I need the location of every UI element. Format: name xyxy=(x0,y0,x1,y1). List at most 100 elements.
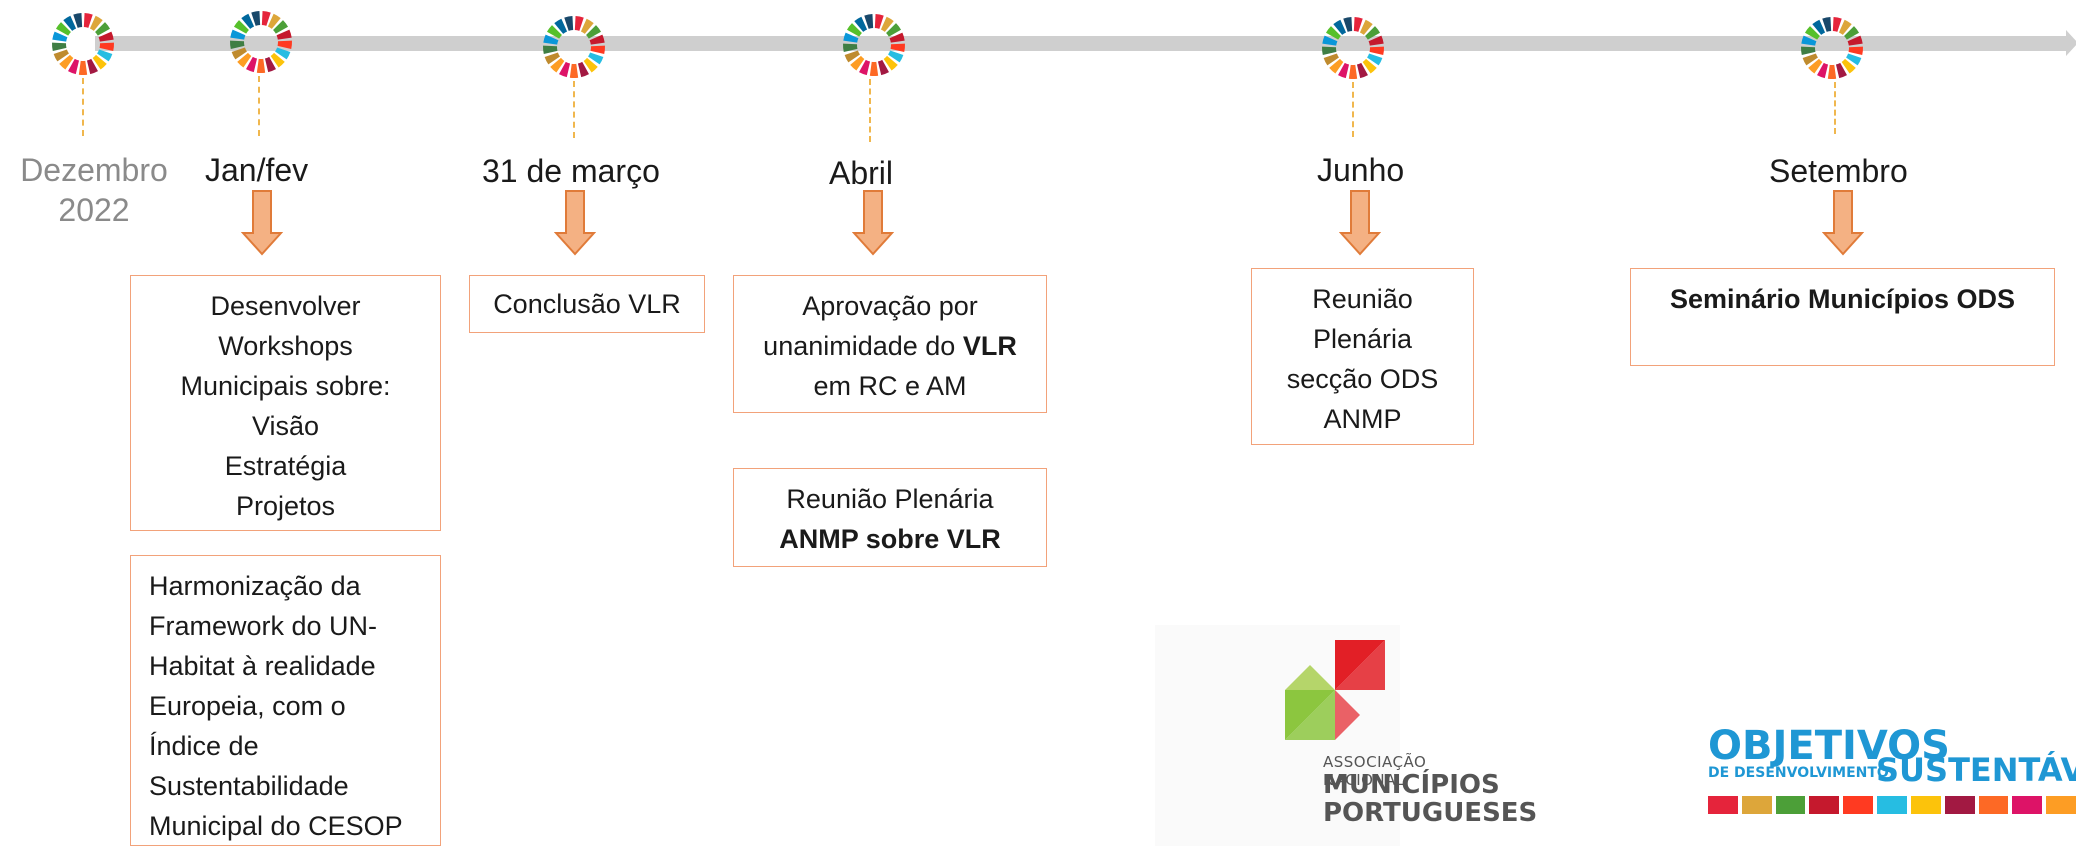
sdg-wheel-segment xyxy=(1844,26,1860,40)
sdg-wheel-segment xyxy=(864,14,874,29)
sdg-wheel-segment xyxy=(577,61,589,78)
sdg-wheel-segment xyxy=(251,11,261,26)
sdg-wheel-segment xyxy=(55,22,71,36)
sdg-wheel-segment xyxy=(1329,58,1344,74)
sdg-wheel-segment xyxy=(580,18,594,34)
sdg-wheel-segment xyxy=(1812,19,1826,35)
sdg-wheel-segment xyxy=(97,49,113,62)
sdg-wheel-segment xyxy=(1367,53,1383,66)
timeline-stem xyxy=(258,76,260,136)
sdg-wheel-segment xyxy=(241,13,255,29)
sdg-wheel-segment xyxy=(574,16,584,31)
box-workshops: Desenvolver Workshops Municipais sobre: … xyxy=(130,275,441,531)
sdg-wheel-segment xyxy=(231,47,247,60)
sdg-wheel-segment xyxy=(1838,19,1852,35)
timeline-stem xyxy=(82,78,84,136)
sdg-wheel-segment xyxy=(583,57,598,73)
sdg-wheel-segment xyxy=(846,23,862,37)
sdg-wheel-segment xyxy=(98,31,114,42)
anmp-logo-text-1: ASSOCIAÇÃO NACIONAL xyxy=(1323,753,1427,789)
sdg-wheel-segment xyxy=(1835,62,1847,79)
sdg-wheel-segment xyxy=(1802,53,1818,66)
ods-color-block xyxy=(1877,796,1907,814)
ods-color-block xyxy=(2046,796,2076,814)
ods-logo: OBJETIVOS DE DESENVOLVIMENTO SUSTENTÁV xyxy=(1690,720,2076,846)
date-label-dezembro: Dezembro 2022 xyxy=(20,152,168,228)
sdg-wheel-segment xyxy=(52,42,67,51)
sdg-wheel-segment xyxy=(1804,26,1820,40)
sdg-wheel-segment xyxy=(1822,17,1832,32)
sdg-wheel-segment xyxy=(230,40,245,49)
timeline-stem xyxy=(573,81,575,138)
sdg-wheel-segment xyxy=(1368,35,1384,46)
date-label-abril: Abril xyxy=(829,155,894,191)
sdg-wheel-segment xyxy=(843,43,858,52)
ods-color-block xyxy=(1978,796,2009,814)
ods-logo-title: OBJETIVOS xyxy=(1708,723,1950,769)
box-aprovacao: Aprovação por unanimidade do VLR em RC e… xyxy=(733,275,1047,413)
ods-color-block xyxy=(1910,796,1941,814)
sdg-wheel-segment xyxy=(86,58,98,75)
sdg-wheel-icon xyxy=(543,16,605,78)
sdg-wheel-segment xyxy=(854,16,868,32)
sdg-wheel-segment xyxy=(1847,35,1863,46)
sdg-wheel-segment xyxy=(1362,58,1377,74)
ods-color-block xyxy=(2012,796,2043,814)
sdg-wheel-segment xyxy=(889,32,905,43)
sdg-wheel-segment xyxy=(588,52,604,65)
sdg-wheel-segment xyxy=(99,42,114,51)
sdg-wheel-segment xyxy=(554,18,568,34)
sdg-wheel-segment xyxy=(246,56,258,73)
ods-logo-subtitle-small: DE DESENVOLVIMENTO xyxy=(1708,765,1889,781)
sdg-wheel-segment xyxy=(261,11,271,26)
sdg-wheel-segment xyxy=(89,15,103,31)
date-label-setembro: Setembro xyxy=(1769,153,1908,189)
box-conclusao-vlr: Conclusão VLR xyxy=(469,275,705,333)
sdg-wheel-segment xyxy=(1846,53,1862,66)
sdg-wheel-segment xyxy=(1369,46,1384,55)
sdg-wheel-segment xyxy=(237,52,252,68)
sdg-wheel-segment xyxy=(267,13,281,29)
timeline-bar xyxy=(95,36,2070,51)
sdg-wheel-icon xyxy=(52,13,114,75)
down-arrow-icon xyxy=(1822,190,1864,256)
sdg-wheel-segment xyxy=(53,49,69,62)
sdg-wheel-segment xyxy=(888,50,904,63)
sdg-wheel-segment xyxy=(890,43,905,52)
sdg-wheel-segment xyxy=(1348,64,1358,79)
ods-color-block xyxy=(1741,796,1772,814)
timeline-arrowhead xyxy=(2066,30,2076,56)
box-reuniao-ods: Reunião Plenária secção ODS ANMP xyxy=(1251,268,1474,445)
sdg-wheel-segment xyxy=(59,54,74,70)
sdg-wheel-segment xyxy=(83,13,93,28)
ods-color-strip xyxy=(1708,796,2076,814)
sdg-wheel-segment xyxy=(869,61,879,76)
down-arrow-icon xyxy=(554,190,596,256)
sdg-wheel-icon xyxy=(843,14,905,76)
sdg-wheel-icon xyxy=(230,11,292,73)
sdg-wheel-segment xyxy=(550,57,565,73)
sdg-wheel-segment xyxy=(1827,64,1837,79)
sdg-wheel-segment xyxy=(877,59,889,76)
anmp-logo: ASSOCIAÇÃO NACIONAL MUNICÍPIOS PORTUGUES… xyxy=(1155,625,1537,846)
ods-color-block xyxy=(1944,796,1975,814)
sdg-wheel-segment xyxy=(52,31,68,42)
sdg-wheel-segment xyxy=(883,55,898,71)
sdg-wheel-segment xyxy=(844,50,860,63)
sdg-wheel-segment xyxy=(1801,35,1817,46)
sdg-wheel-segment xyxy=(590,45,605,54)
sdg-wheel-segment xyxy=(1356,62,1368,79)
box-reuniao-anmp-vlr: Reunião Plenária ANMP sobre VLR xyxy=(733,468,1047,567)
timeline-stem xyxy=(1834,82,1836,134)
sdg-wheel-segment xyxy=(273,20,289,34)
sdg-wheel-segment xyxy=(1801,46,1816,55)
date-label-junho: Junho xyxy=(1317,152,1405,188)
sdg-wheel-segment xyxy=(850,55,865,71)
sdg-wheel-segment xyxy=(1338,62,1350,79)
date-label-janfev: Jan/fev xyxy=(205,152,309,188)
ods-color-block xyxy=(1809,796,1840,814)
sdg-wheel-segment xyxy=(874,14,884,29)
sdg-wheel-segment xyxy=(1365,26,1381,40)
sdg-wheel-segment xyxy=(1832,17,1842,32)
sdg-wheel-segment xyxy=(92,54,107,70)
